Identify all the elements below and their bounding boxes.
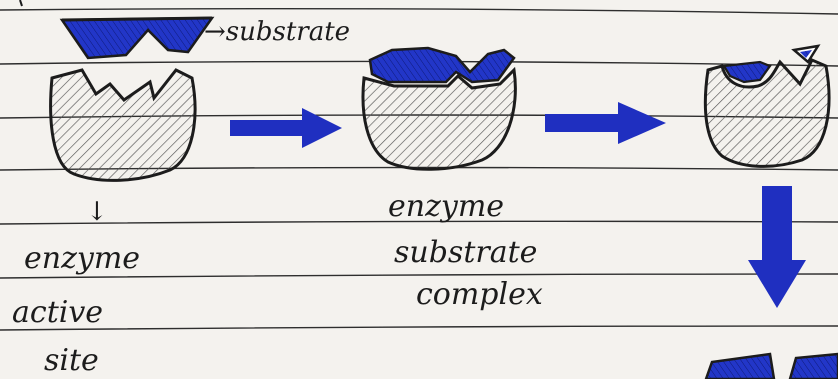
bottom-shape-right: [790, 354, 838, 379]
enzyme-complex: [363, 70, 515, 169]
label-enzyme-pointer: ↓: [86, 197, 108, 227]
enzyme-products: [705, 60, 829, 166]
arrow-to-complex: [230, 108, 342, 148]
label-substrate: →substrate: [204, 17, 350, 47]
arrow-down: [748, 186, 806, 308]
label-enzyme: enzyme: [24, 241, 140, 276]
stray-mark: [20, 0, 22, 6]
rule-line: [0, 9, 838, 14]
label-complex-line3: complex: [416, 277, 543, 312]
label-complex-line1: enzyme: [388, 189, 504, 224]
label-site: site: [44, 343, 99, 378]
bottom-shape-left: [706, 354, 774, 379]
substrate-bound: [370, 48, 514, 82]
rule-line: [0, 326, 838, 330]
label-active: active: [12, 295, 103, 330]
substrate-free: [62, 18, 212, 58]
arrow-to-products: [545, 102, 666, 144]
enzyme-free: [51, 70, 195, 180]
label-complex-line2: substrate: [394, 235, 537, 270]
